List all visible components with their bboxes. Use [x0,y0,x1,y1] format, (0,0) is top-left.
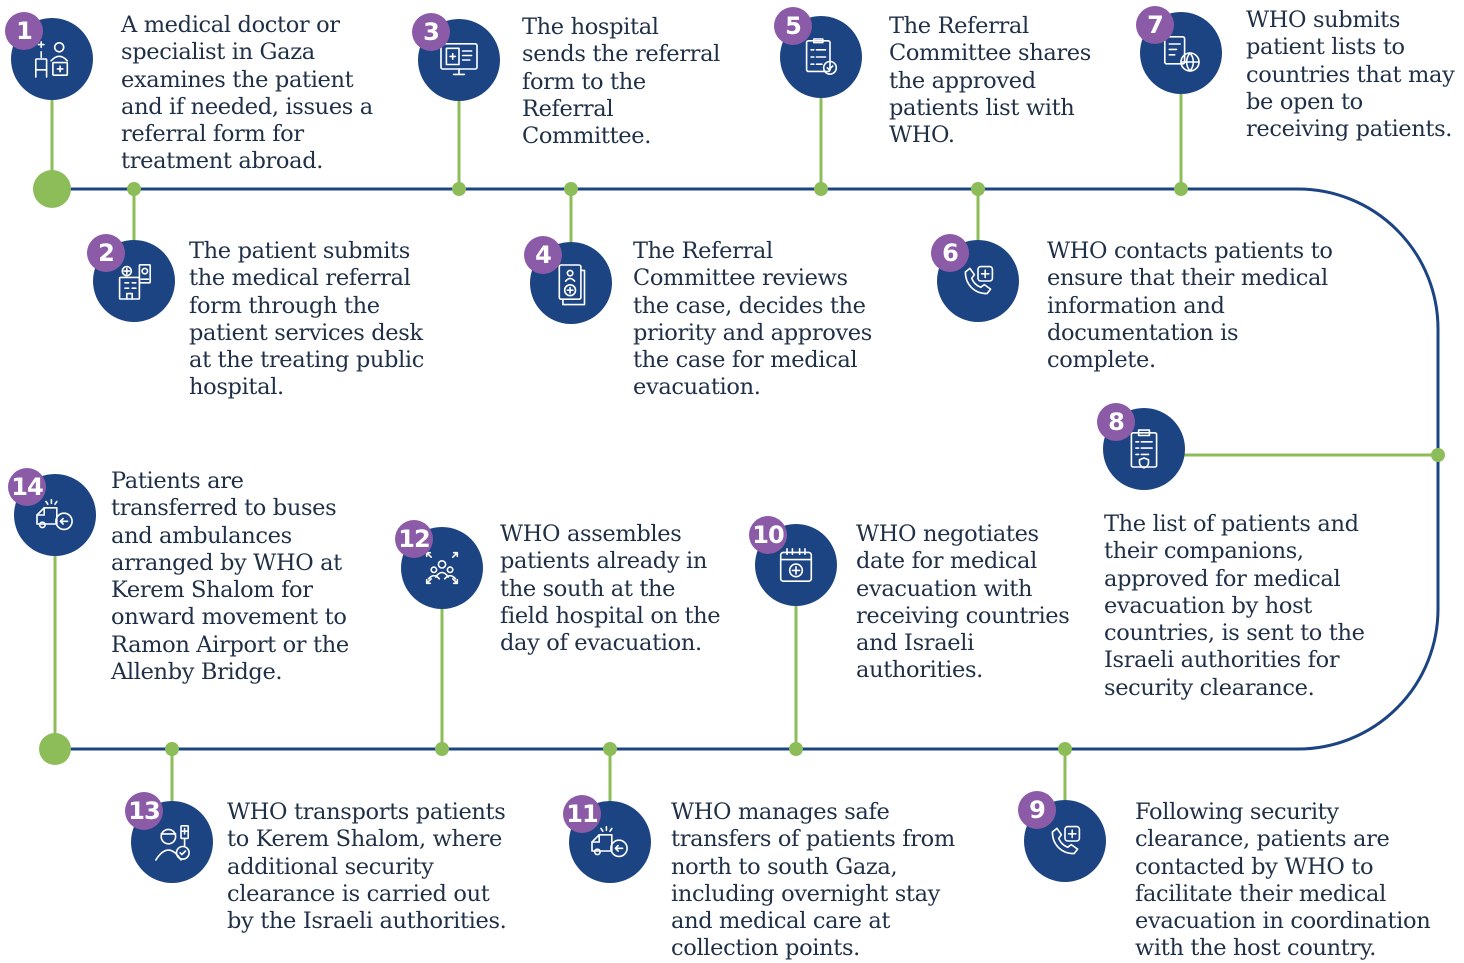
step-description: The hospital sends the referral form to … [522,14,720,150]
step-description: WHO manages safe transfers of patients f… [671,799,955,962]
step-description: Patients are transferred to buses and am… [111,468,349,686]
step-number-badge: 11 [563,795,601,833]
clipboard-shield-icon [1103,408,1185,490]
bandaged-patient-check-icon [131,801,213,883]
step-number-badge: 12 [395,520,433,558]
step-number-badge: 1 [5,12,43,50]
step-number-badge: 2 [87,234,125,272]
step-description: WHO contacts patients to ensure that the… [1047,238,1333,374]
step-number-badge: 5 [774,7,812,45]
case-review-document-icon [530,242,612,324]
step-number-badge: 4 [524,236,562,274]
step-description: WHO transports patients to Kerem Shalom,… [227,799,507,935]
step-number-badge: 3 [412,13,450,51]
step-description: The patient submits the medical referral… [189,238,425,401]
step-description: The Referral Committee reviews the case,… [633,238,872,401]
step-description: A medical doctor or specialist in Gaza e… [121,12,373,175]
step-number-badge: 14 [8,468,46,506]
step-description: WHO negotiates date for medical evacuati… [856,521,1070,684]
step-description: The list of patients and their companion… [1104,511,1365,701]
step-number-badge: 6 [931,234,969,272]
step-number-badge: 9 [1018,791,1056,829]
step-description: The Referral Committee shares the approv… [889,13,1091,149]
step-number-badge: 7 [1136,6,1174,44]
step-description: WHO assembles patients already in the so… [500,521,721,657]
step-number-badge: 10 [749,516,787,554]
step-number-badge: 8 [1097,403,1135,441]
step-number-badge: 13 [125,792,163,830]
step-description: WHO submits patient lists to countries t… [1246,7,1455,143]
step-description: Following security clearance, patients a… [1135,799,1431,962]
